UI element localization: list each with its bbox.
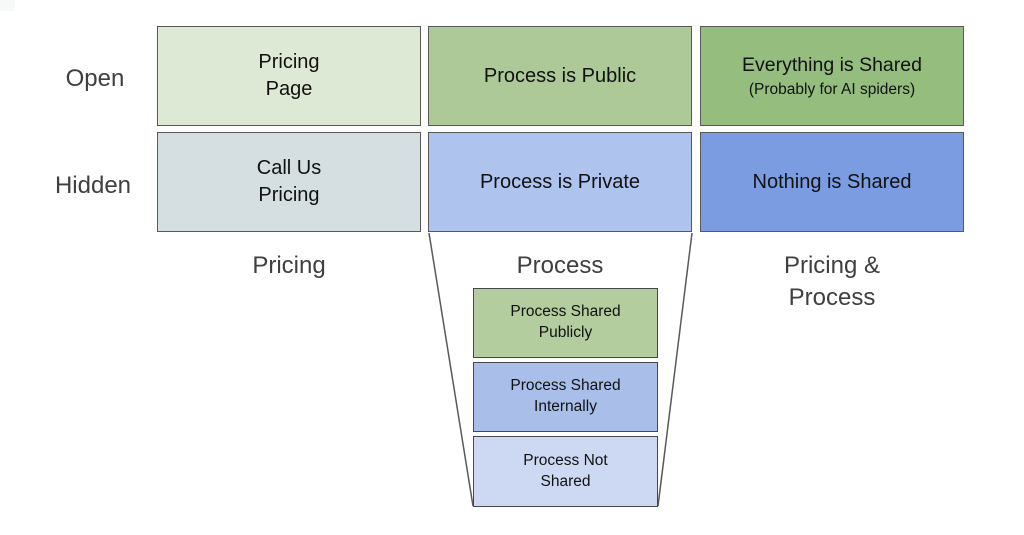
funnel-stage-process-shared-publicly: Process Shared Publicly <box>473 288 658 358</box>
cell-text-line: Everything is Shared <box>742 54 922 77</box>
row-label-open: Open <box>65 65 125 92</box>
cell-call-us-pricing: Call Us Pricing <box>157 132 421 232</box>
funnel-text-line: Publicly <box>538 324 593 341</box>
column-label-pricing-and-process: Pricing & Process <box>700 250 964 313</box>
cell-text-line: Nothing is Shared <box>752 170 912 193</box>
funnel-text-line: Internally <box>534 398 597 415</box>
column-label-line: Process <box>516 252 604 279</box>
column-label-line: Process <box>788 283 876 311</box>
column-label-process: Process <box>428 250 692 282</box>
cell-text-line: Pricing <box>258 51 320 73</box>
cell-text-line: Process is Private <box>479 170 641 193</box>
cell-nothing-is-shared: Nothing is Shared <box>700 132 964 232</box>
cell-text-line: Page <box>265 78 313 100</box>
column-label-line: Pricing <box>252 252 326 279</box>
cell-text-line: Pricing <box>258 184 320 206</box>
cell-text-line: Call Us <box>256 157 322 179</box>
row-label-hidden: Hidden <box>54 172 132 199</box>
funnel-text-line: Process Not <box>523 451 608 469</box>
cell-note: (Probably for AI spiders) <box>748 81 916 99</box>
cell-process-is-public: Process is Public <box>428 26 692 126</box>
column-label-pricing: Pricing <box>157 250 421 282</box>
cell-process-is-private: Process is Private <box>428 132 692 232</box>
funnel-text-line: Process Shared <box>510 303 621 321</box>
funnel-text-line: Shared <box>540 472 591 490</box>
cell-pricing-page: Pricing Page <box>157 26 421 126</box>
cell-everything-is-shared: Everything is Shared (Probably for AI sp… <box>700 26 964 126</box>
funnel-stage-process-not-shared: Process Not Shared <box>473 436 658 507</box>
corner-artifact <box>0 0 15 11</box>
funnel-text-line: Process Shared <box>510 377 621 395</box>
funnel-stage-process-shared-internally: Process Shared Internally <box>473 362 658 432</box>
cell-text-line: Process is Public <box>483 64 637 87</box>
column-label-line: Pricing & <box>783 252 881 279</box>
